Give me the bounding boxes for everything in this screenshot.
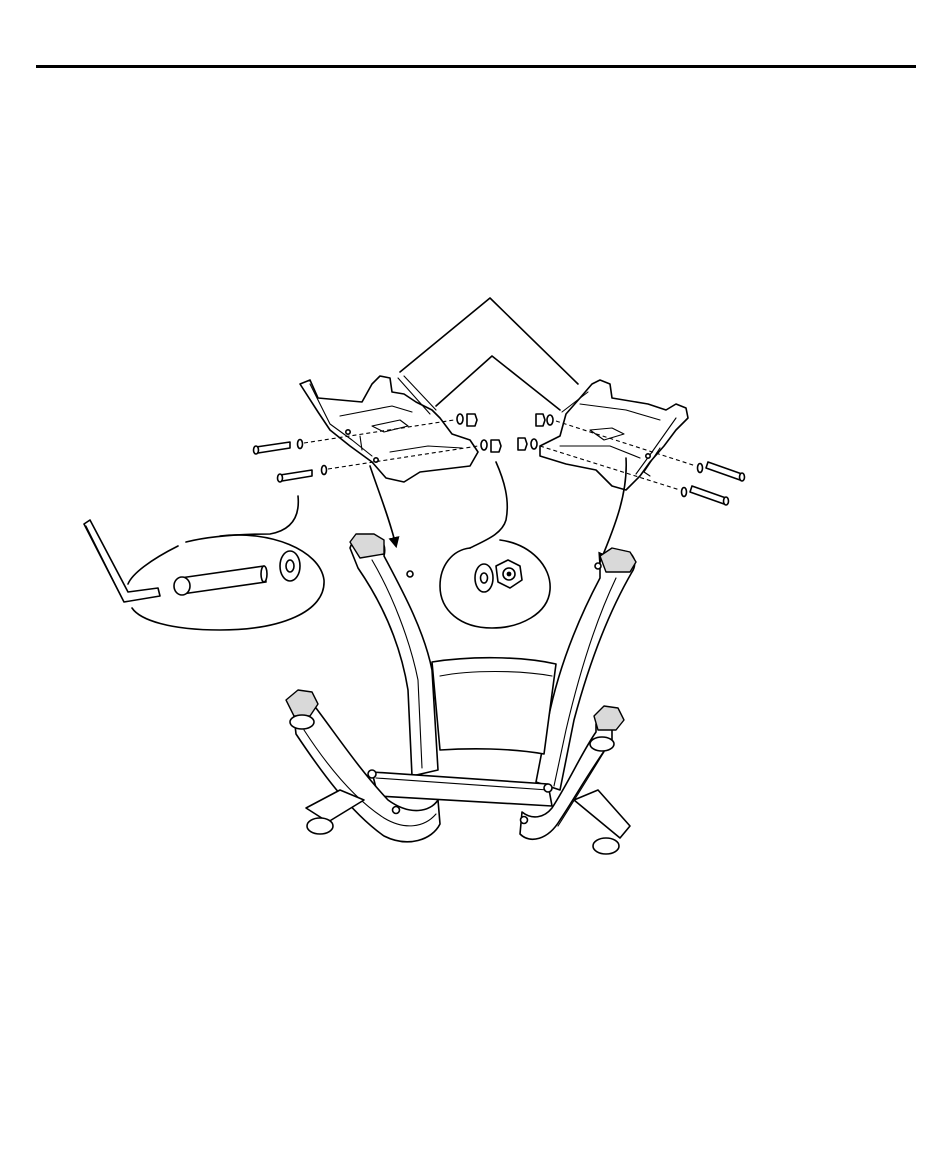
bracket-right (540, 380, 688, 490)
hex-key-icon (84, 520, 160, 602)
stand-frame (286, 534, 636, 854)
washer-detail-icon-2 (475, 564, 493, 592)
detail-bubble-nut (440, 462, 550, 628)
washer-detail-icon (280, 551, 300, 581)
detail-bubble-bolt (84, 496, 324, 630)
bolt-detail-icon (174, 566, 267, 595)
callout-lines (400, 298, 578, 410)
nut-detail-icon (496, 560, 522, 588)
